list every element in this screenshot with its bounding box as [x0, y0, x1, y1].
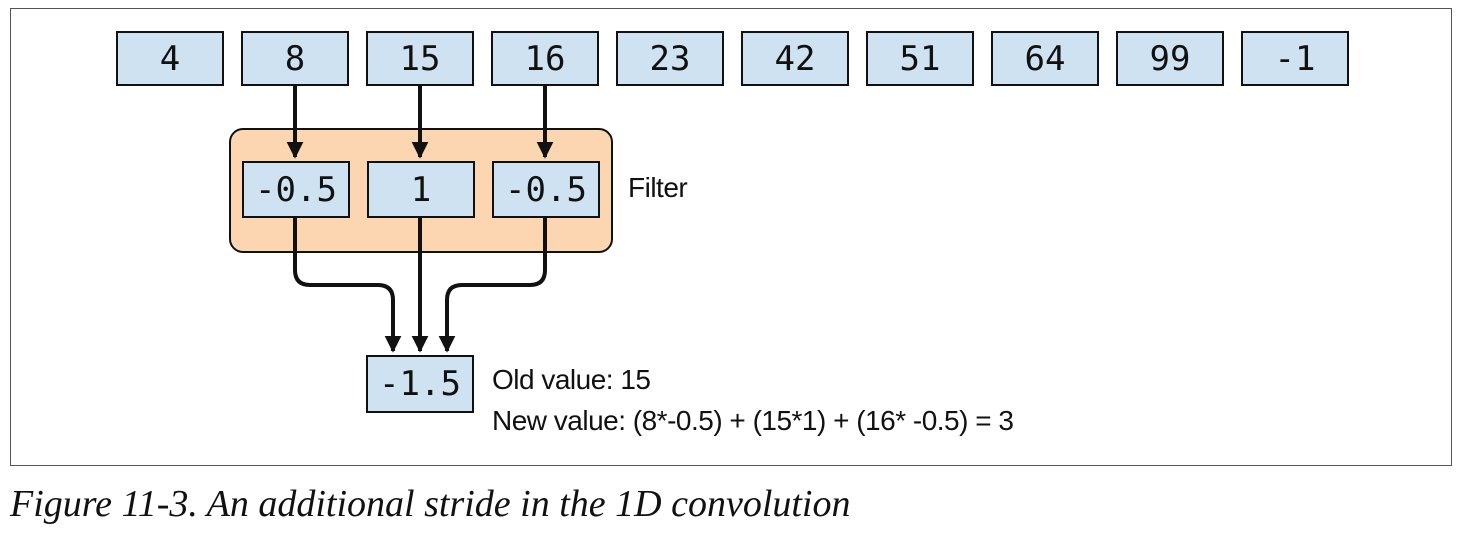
figure-caption: Figure 11-3. An additional stride in the… — [10, 483, 851, 525]
input-cell: -1 — [1241, 31, 1349, 86]
filter-weight-cell: -0.5 — [492, 161, 600, 218]
input-cell: 15 — [366, 31, 474, 86]
filter-weight-cell: 1 — [367, 161, 475, 218]
input-cell: 4 — [116, 31, 224, 86]
input-cell: 42 — [741, 31, 849, 86]
input-cell: 64 — [991, 31, 1099, 86]
filter-label: Filter — [628, 172, 688, 203]
input-cell: 99 — [1116, 31, 1224, 86]
new-value-text: New value: (8*-0.5) + (15*1) + (16* -0.5… — [492, 405, 1014, 436]
arrow-filter-to-output — [293, 218, 402, 353]
input-cell: 16 — [491, 31, 599, 86]
filter-weight-cell: -0.5 — [242, 161, 350, 218]
old-value-text: Old value: 15 — [492, 364, 651, 395]
input-cell: 23 — [616, 31, 724, 86]
output-cell: -1.5 — [366, 355, 474, 413]
input-cell: 8 — [241, 31, 349, 86]
input-cell: 51 — [866, 31, 974, 86]
arrow-filter-to-output — [438, 218, 547, 353]
